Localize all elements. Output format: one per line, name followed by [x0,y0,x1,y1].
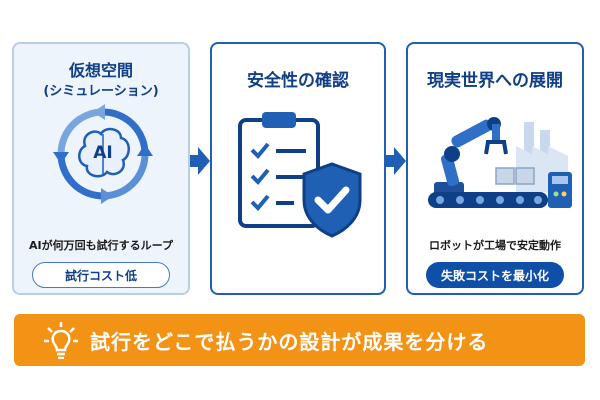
panel-caption-real-world: ロボットが工場で安定動作 [429,239,561,252]
brain-loop-icon: AI [53,104,153,204]
summary-banner-text: 試行をどこで払うかの設計が成果を分ける [90,329,489,354]
panel-subtitle-simulation: (シミュレーション) [43,84,159,99]
pill-low-trial-cost: 試行コスト低 [32,262,170,288]
panel-title-real-world: 現実世界への展開 [427,71,563,91]
lightbulb-icon [44,321,78,359]
panel-real-world: 現実世界への展開 [406,42,584,295]
panel-caption-virtual: AIが何万回も試行するループ [29,239,173,252]
panel-virtual-space: 仮想空間 (シミュレーション) AI AIが何万回も試行するループ 試行コスト低 [12,42,190,295]
panel-safety-check: 安全性の確認 [210,42,386,295]
brain-ai-label: AI [93,143,113,163]
summary-banner: 試行をどこで払うかの設計が成果を分ける [14,314,585,366]
panel-title-safety: 安全性の確認 [247,71,349,91]
shield-check-icon [300,162,364,238]
robot-arm-factory-icon [416,102,576,222]
clipboard-checklist-icon [234,110,324,230]
flow-arrow-icon [190,146,210,176]
panel-title-virtual: 仮想空間 [68,61,133,80]
pill-minimize-failure-cost: 失敗コストを最小化 [426,262,564,288]
flow-arrow-icon [386,146,406,176]
